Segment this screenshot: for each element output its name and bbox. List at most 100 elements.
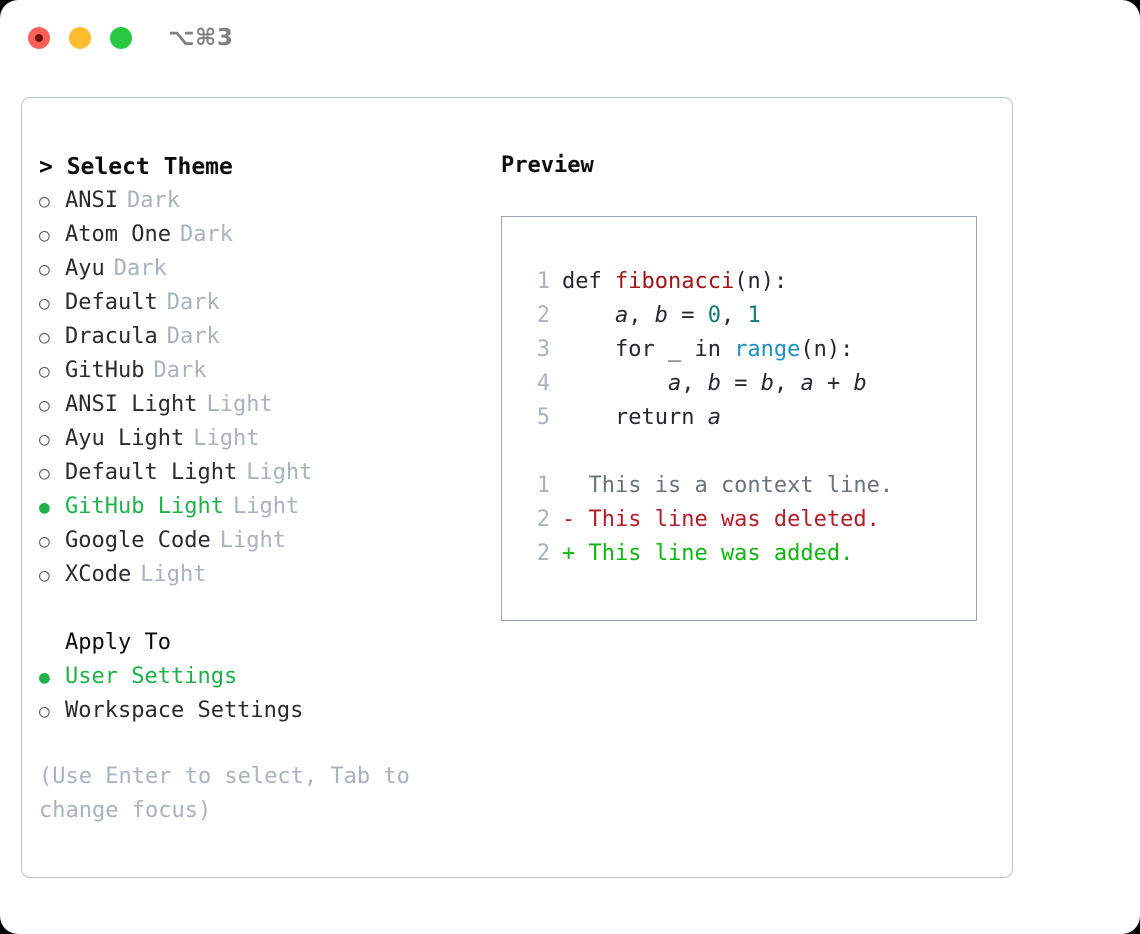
apply-to-option-0[interactable]: ● User Settings xyxy=(39,660,469,694)
code-token-var: b xyxy=(760,371,774,396)
code-line-number: 2 xyxy=(536,303,550,328)
code-line-number: 1 xyxy=(536,269,550,294)
code-token-plain: , xyxy=(681,371,708,396)
code-line-number: 3 xyxy=(536,337,550,362)
code-token-plain: , xyxy=(773,371,801,396)
traffic-lights xyxy=(28,27,132,49)
select-theme-heading: > Select Theme xyxy=(39,154,233,180)
code-token-var: b xyxy=(707,371,721,396)
apply-to-option-list[interactable]: ● User Settings ○Workspace Settings xyxy=(39,660,469,728)
code-line-4: 5 return a xyxy=(522,401,968,435)
code-diff-gap xyxy=(522,435,968,469)
code-token-var: a xyxy=(707,405,721,430)
theme-option-variant: Dark xyxy=(113,256,167,281)
theme-option-9[interactable]: ● GitHub Light Light xyxy=(39,490,469,524)
list-spacer xyxy=(39,592,469,626)
code-token-var: b xyxy=(654,303,668,328)
code-token-plain: + xyxy=(813,371,854,396)
code-token-plain: = xyxy=(720,371,761,396)
close-button[interactable] xyxy=(28,27,50,49)
diff-line-del: 2- This line was deleted. xyxy=(522,503,968,537)
code-token-plain: for _ in xyxy=(562,337,735,362)
theme-option-label: Ayu Light xyxy=(65,426,185,451)
theme-option-7[interactable]: ○ Ayu Light Light xyxy=(39,422,469,456)
diff-line-text: This is a context line. xyxy=(562,473,894,498)
maximize-button[interactable] xyxy=(110,27,132,49)
code-token-var: a xyxy=(667,371,682,396)
theme-option-variant: Light xyxy=(246,460,313,485)
code-token-plain: (n): xyxy=(800,337,854,362)
code-line-number: 4 xyxy=(536,371,550,396)
code-token-plain: = xyxy=(667,303,708,328)
radio-unselected-icon: ○ xyxy=(39,293,50,314)
diff-sample: 1 This is a context line.2- This line wa… xyxy=(522,469,968,571)
title-bar: ⌥⌘3 xyxy=(0,0,1140,76)
radio-unselected-icon: ○ xyxy=(39,531,50,552)
code-token-call: range xyxy=(734,337,801,362)
theme-option-variant: Light xyxy=(193,426,260,451)
theme-option-label: GitHub Light xyxy=(65,494,224,519)
radio-unselected-icon: ○ xyxy=(39,429,50,450)
diff-line-add: 2 + This line was added. xyxy=(522,537,968,571)
radio-unselected-icon: ○ xyxy=(39,395,50,416)
code-token-plain: (n): xyxy=(734,269,788,294)
apply-to-option-label: User Settings xyxy=(65,664,238,689)
code-token-num: 1 xyxy=(747,303,761,328)
radio-unselected-icon: ○ xyxy=(39,191,50,212)
theme-option-label: GitHub xyxy=(65,358,145,383)
theme-option-label: Default Light xyxy=(65,460,238,485)
diff-line-text: + This line was added. xyxy=(562,541,854,566)
code-line-number: 5 xyxy=(536,405,550,430)
diff-line-number: 2 xyxy=(536,541,550,566)
code-token-var: b xyxy=(853,371,867,396)
theme-option-label: ANSI Light xyxy=(65,392,198,417)
theme-option-label: XCode xyxy=(65,562,132,587)
code-line-text: a, b = 0, 1 xyxy=(562,299,761,333)
diff-line-number: 2 xyxy=(536,507,550,532)
code-token-plain xyxy=(562,303,615,328)
code-line-2: 3 for _ in range(n): xyxy=(522,333,968,367)
radio-selected-icon: ● xyxy=(39,667,50,688)
theme-option-label: Dracula xyxy=(65,324,158,349)
theme-option-label: Default xyxy=(65,290,158,315)
theme-option-label: Atom One xyxy=(65,222,171,247)
code-token-plain: return xyxy=(562,405,708,430)
radio-unselected-icon: ○ xyxy=(39,565,50,586)
theme-option-4[interactable]: ○ Dracula Dark xyxy=(39,320,469,354)
code-line-3: 4 a, b = b, a + b xyxy=(522,367,968,401)
window-title-shortcut: ⌥⌘3 xyxy=(168,25,234,51)
code-token-fn: fibonacci xyxy=(614,269,735,294)
theme-option-variant: Dark xyxy=(126,188,180,213)
theme-option-0[interactable]: ○ ANSI Dark xyxy=(39,184,469,218)
apply-to-header-label: Apply To xyxy=(65,630,171,655)
radio-unselected-icon: ○ xyxy=(39,327,50,348)
apply-to-header: ○ Apply To xyxy=(39,626,469,660)
theme-option-variant: Light xyxy=(232,494,300,519)
code-line-text: for _ in range(n): xyxy=(562,333,853,367)
apply-to-option-1[interactable]: ○Workspace Settings xyxy=(39,694,469,728)
theme-option-variant: Dark xyxy=(166,324,220,349)
code-line-1: 2 a, b = 0, 1 xyxy=(522,299,968,333)
code-line-text: return a xyxy=(562,401,721,435)
radio-selected-icon: ● xyxy=(39,497,50,518)
theme-option-label: ANSI xyxy=(65,188,118,213)
apply-to-header-marker: ○ xyxy=(39,627,65,661)
code-token-plain: , xyxy=(720,303,748,328)
apply-to-option-label: Workspace Settings xyxy=(65,698,304,723)
code-token-plain: def xyxy=(562,269,615,294)
minimize-button[interactable] xyxy=(69,27,91,49)
code-line-0: 1 def fibonacci(n): xyxy=(522,265,968,299)
